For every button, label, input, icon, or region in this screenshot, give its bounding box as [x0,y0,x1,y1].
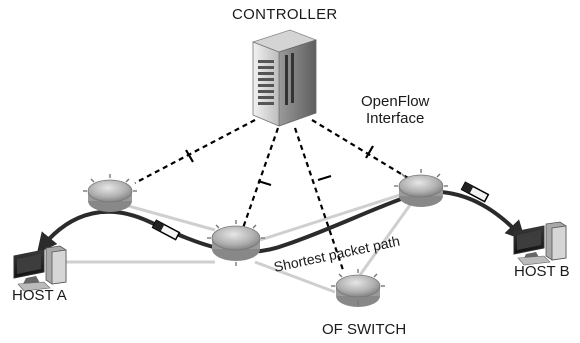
of-switch-label: OF SWITCH [322,321,407,338]
controller-label: CONTROLLER [232,6,338,23]
physical-links [60,193,412,294]
host-b-label: HOST B [514,263,570,280]
openflow-label-line1: OpenFlow [361,93,430,110]
openflow-label-line2: Interface [366,110,425,127]
desktop-computer-icon [13,245,67,292]
openflow-switch-icon [83,174,137,212]
host-b [513,221,567,266]
control-link-bottom [293,127,345,271]
interface-ticks [185,145,374,187]
switch-bottom [331,269,385,307]
packet-icon [151,219,181,241]
switch-right [394,169,448,207]
openflow-interface-label: OpenFlow Interface [361,93,429,127]
switch-center [207,220,265,266]
control-link-center [241,127,280,229]
controller-server [251,29,318,127]
control-links [134,119,409,271]
link-topleft-center [124,203,216,232]
link-center-right [259,193,401,242]
packet-icon [460,181,490,203]
control-link-topleft [134,119,256,184]
host-a [13,245,67,292]
desktop-computer-icon [513,221,567,266]
openflow-switch-icon [331,269,385,307]
host-a-label: HOST A [12,287,67,304]
switch-top-left [83,174,137,212]
server-tower-icon [251,29,318,127]
control-link-right [311,119,409,179]
openflow-switch-icon [394,169,448,207]
link-right-bottom [358,204,412,276]
openflow-switch-icon [207,220,265,266]
link-center-bottom [254,260,336,294]
shortest-path-label: Shortest packet path [272,233,401,275]
